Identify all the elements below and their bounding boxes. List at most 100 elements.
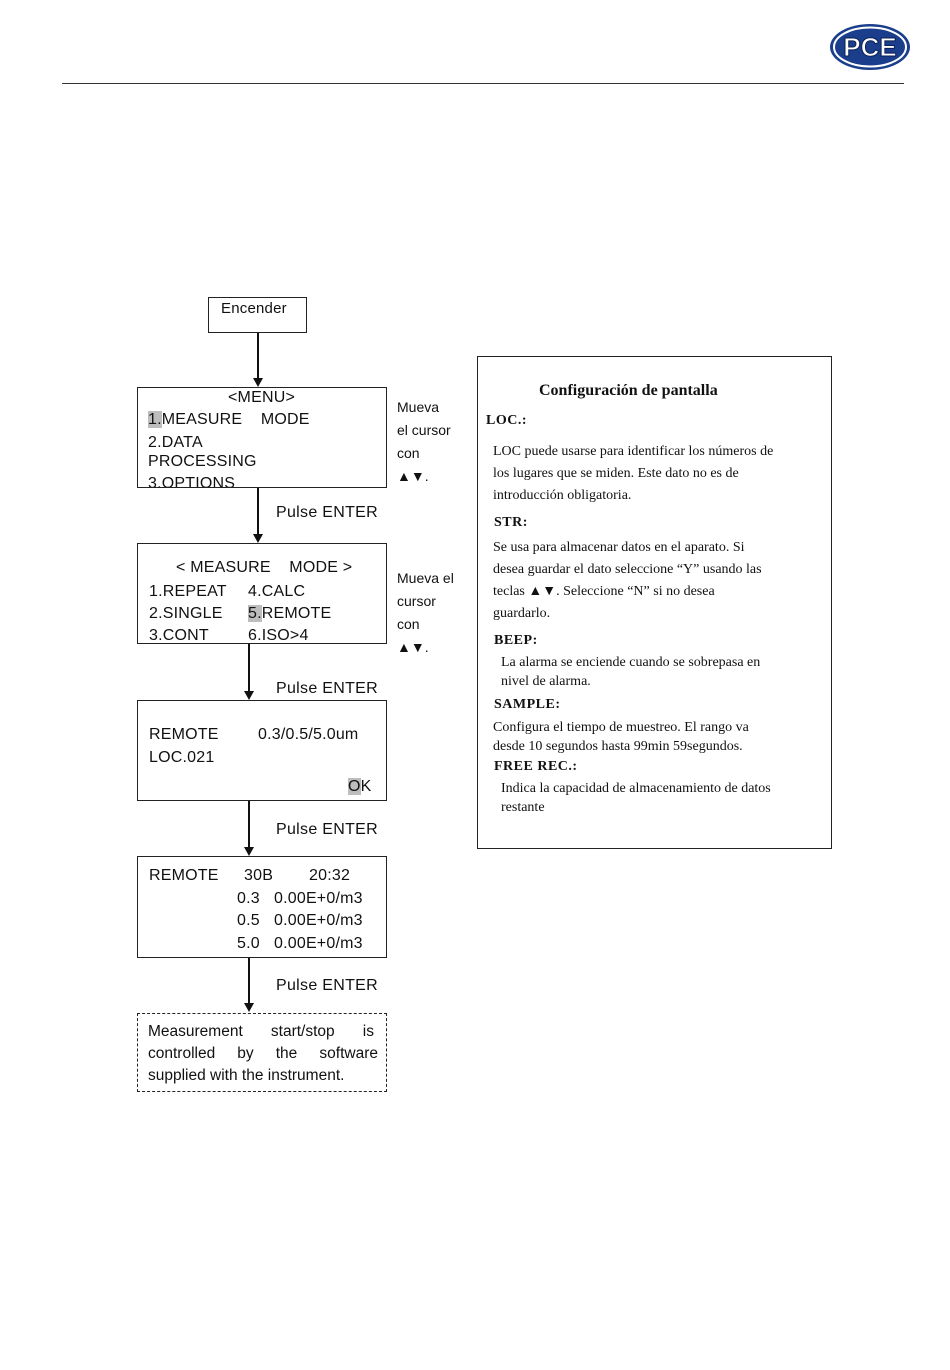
option-calc: 4.CALC [248, 583, 306, 600]
header-rule [62, 83, 904, 84]
reading-value: 0.00E+0/m3 [274, 890, 363, 907]
remote-label: REMOTE [149, 726, 219, 743]
text-line: introducción obligatoria. [493, 488, 632, 503]
text-line: nivel de alarma. [501, 674, 591, 689]
note-word: by [237, 1045, 254, 1062]
text-line: desea guardar el dato seleccione “Y” usa… [493, 562, 762, 577]
menu-screen: <MENU> 1.MEASURE MODE 2.DATA PROCESSING … [137, 387, 387, 488]
reading-code: 30B [244, 867, 274, 884]
option-cont: 3.CONT [149, 627, 209, 644]
hint-line: cursor [397, 593, 436, 609]
config-panel: Configuración de pantalla LOC.: LOC pued… [477, 356, 832, 849]
arrow-head [253, 378, 263, 387]
hint-line: Mueva [397, 399, 440, 415]
hint-line: Mueva el [397, 570, 454, 586]
pulse-enter-1: Pulse ENTER [276, 504, 378, 521]
menu-item-processing: PROCESSING [148, 453, 257, 470]
text-line: los lugares que se miden. Este dato no e… [493, 466, 739, 481]
arrow-head [253, 534, 263, 543]
beep-description: La alarma se enciende cuando se sobrepas… [501, 653, 760, 691]
start-label: Encender [221, 300, 287, 317]
reading-value: 0.00E+0/m3 [274, 935, 363, 952]
note-line-2: controlled by the software [148, 1043, 378, 1065]
menu-title: <MENU> [228, 389, 295, 406]
text-line: La alarma se enciende cuando se sobrepas… [501, 655, 761, 670]
arrow-head [244, 691, 254, 700]
remote-sizes: 0.3/0.5/5.0um [258, 726, 359, 743]
reading-label: REMOTE [149, 867, 219, 884]
beep-heading: BEEP: [494, 633, 538, 648]
arrow-line [248, 644, 250, 691]
menu-item-data: 2.DATA [148, 434, 203, 451]
str-description: Se usa para almacenar datos en el aparat… [493, 537, 762, 625]
note-line-3: supplied with the instrument. [148, 1067, 345, 1084]
sample-heading: SAMPLE: [494, 697, 561, 712]
start-box: Encender [208, 297, 307, 333]
menu-item-measure-label: MEASURE MODE [161, 411, 310, 428]
reading-value: 0.00E+0/m3 [274, 912, 363, 929]
note-word: start/stop [270, 1023, 335, 1040]
pulse-enter-3: Pulse ENTER [276, 821, 378, 838]
text-line: restante [501, 800, 545, 815]
loc-description: LOC puede usarse para identificar los nú… [493, 441, 773, 507]
logo-text: PCE [843, 32, 896, 62]
free-rec-heading: FREE REC.: [494, 759, 578, 774]
arrow-line [248, 958, 250, 1003]
pulse-enter-2: Pulse ENTER [276, 680, 378, 697]
arrow-line [248, 801, 250, 847]
text-line: teclas ▲▼. Seleccione “N” si no desea [493, 584, 715, 599]
menu-item-options: 3.OPTIONS [148, 475, 236, 488]
reading-time: 20:32 [309, 867, 351, 884]
arrow-line [257, 488, 259, 534]
text-line: Se usa para almacenar datos en el aparat… [493, 540, 745, 555]
note-word: software [319, 1045, 378, 1062]
ok-cursor: O [348, 778, 361, 795]
menu-item-measure: 1.MEASURE MODE [148, 410, 310, 430]
text-line: Indica la capacidad de almacenamiento de… [501, 781, 771, 796]
note-word: the [275, 1045, 298, 1062]
option-iso: 6.ISO>4 [248, 627, 309, 644]
arrow-head [244, 847, 254, 856]
cursor-hint-1: Mueva el cursor con ▲▼. [397, 396, 451, 488]
measure-title: < MEASURE MODE > [176, 559, 353, 576]
text-line: desde 10 segundos hasta 99min 59segundos… [493, 739, 743, 754]
option-single: 2.SINGLE [149, 605, 223, 622]
option-remote-label: REMOTE [261, 605, 332, 622]
reading-size: 5.0 [237, 935, 260, 952]
measure-cursor: 5. [248, 605, 262, 622]
text-line: guardarlo. [493, 606, 551, 621]
note-word: controlled [148, 1045, 216, 1062]
hint-line: el cursor [397, 422, 451, 438]
remote-screen: REMOTE 0.3/0.5/5.0um LOC.021 OK [137, 700, 387, 801]
note-word: is [362, 1023, 374, 1040]
software-note: Measurement start/stop is controlled by … [137, 1013, 387, 1092]
reading-size: 0.5 [237, 912, 260, 929]
text-line: LOC puede usarse para identificar los nú… [493, 444, 774, 459]
option-remote: 5.REMOTE [248, 604, 331, 624]
text-line: Configura el tiempo de muestreo. El rang… [493, 720, 749, 735]
hint-line: con [397, 616, 420, 632]
loc-heading: LOC.: [486, 413, 527, 428]
menu-cursor: 1. [148, 411, 162, 428]
arrow-line [257, 333, 259, 378]
pulse-enter-4: Pulse ENTER [276, 977, 378, 994]
cursor-hint-2: Mueva el cursor con ▲▼. [397, 567, 454, 659]
note-line-1: Measurement start/stop is [148, 1021, 374, 1043]
str-heading: STR: [494, 515, 528, 530]
free-rec-description: Indica la capacidad de almacenamiento de… [501, 779, 771, 817]
remote-loc: LOC.021 [149, 749, 215, 766]
arrow-head [244, 1003, 254, 1012]
reading-size: 0.3 [237, 890, 260, 907]
sample-description: Configura el tiempo de muestreo. El rang… [493, 718, 749, 756]
reading-screen: REMOTE 30B 20:32 0.3 0.00E+0/m3 0.5 0.00… [137, 856, 387, 958]
hint-line: ▲▼. [397, 468, 429, 484]
ok-indicator: OK [348, 777, 372, 797]
option-repeat: 1.REPEAT [149, 583, 227, 600]
note-word: Measurement [148, 1023, 243, 1040]
hint-line: con [397, 445, 420, 461]
config-title: Configuración de pantalla [539, 382, 718, 399]
ok-k: K [360, 778, 372, 795]
hint-line: ▲▼. [397, 639, 429, 655]
pce-logo: PCE [830, 24, 910, 70]
measure-mode-screen: < MEASURE MODE > 1.REPEAT 4.CALC 2.SINGL… [137, 543, 387, 644]
